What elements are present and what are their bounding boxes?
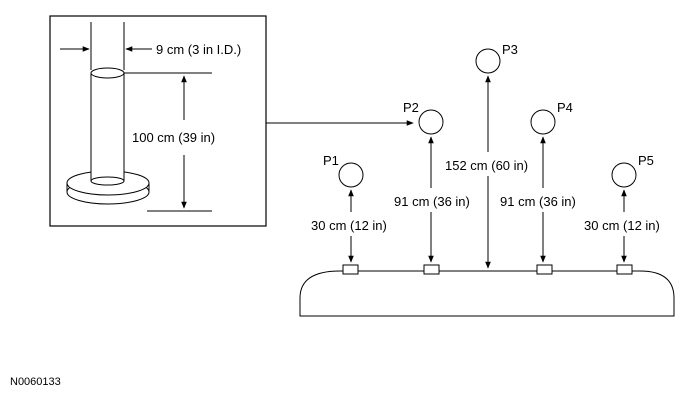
distance-p2-label: 91 cm (36 in) <box>394 194 470 209</box>
point-p3 <box>475 48 501 74</box>
point-p2 <box>418 109 444 135</box>
tube-top-opening <box>90 67 125 79</box>
point-p3-label: P3 <box>502 42 518 57</box>
height-label: 100 cm (39 in) <box>132 130 215 145</box>
reference-code: N0060133 <box>10 376 61 388</box>
point-p4-label: P4 <box>557 100 573 115</box>
point-p5-label: P5 <box>638 153 654 168</box>
point-p2-label: P2 <box>403 100 419 115</box>
distance-p3-label: 152 cm (60 in) <box>445 158 528 173</box>
inset-panel: 9 cm (3 in I.D.) 100 cm (39 in) <box>49 15 267 227</box>
sensor-p4 <box>536 264 553 275</box>
point-p1 <box>338 162 364 188</box>
point-p4 <box>530 109 556 135</box>
tube-bottom <box>90 176 125 186</box>
sensor-p5 <box>616 264 633 275</box>
point-p1-label: P1 <box>323 153 339 168</box>
sensor-p2 <box>423 264 440 275</box>
distance-p4-label: 91 cm (36 in) <box>500 194 576 209</box>
diameter-label: 9 cm (3 in I.D.) <box>156 42 241 57</box>
distance-p5-label: 30 cm (12 in) <box>584 218 660 233</box>
sensor-p1 <box>342 264 359 275</box>
distance-p1-label: 30 cm (12 in) <box>311 218 387 233</box>
vehicle-surface <box>299 270 675 317</box>
point-p5 <box>611 162 637 188</box>
